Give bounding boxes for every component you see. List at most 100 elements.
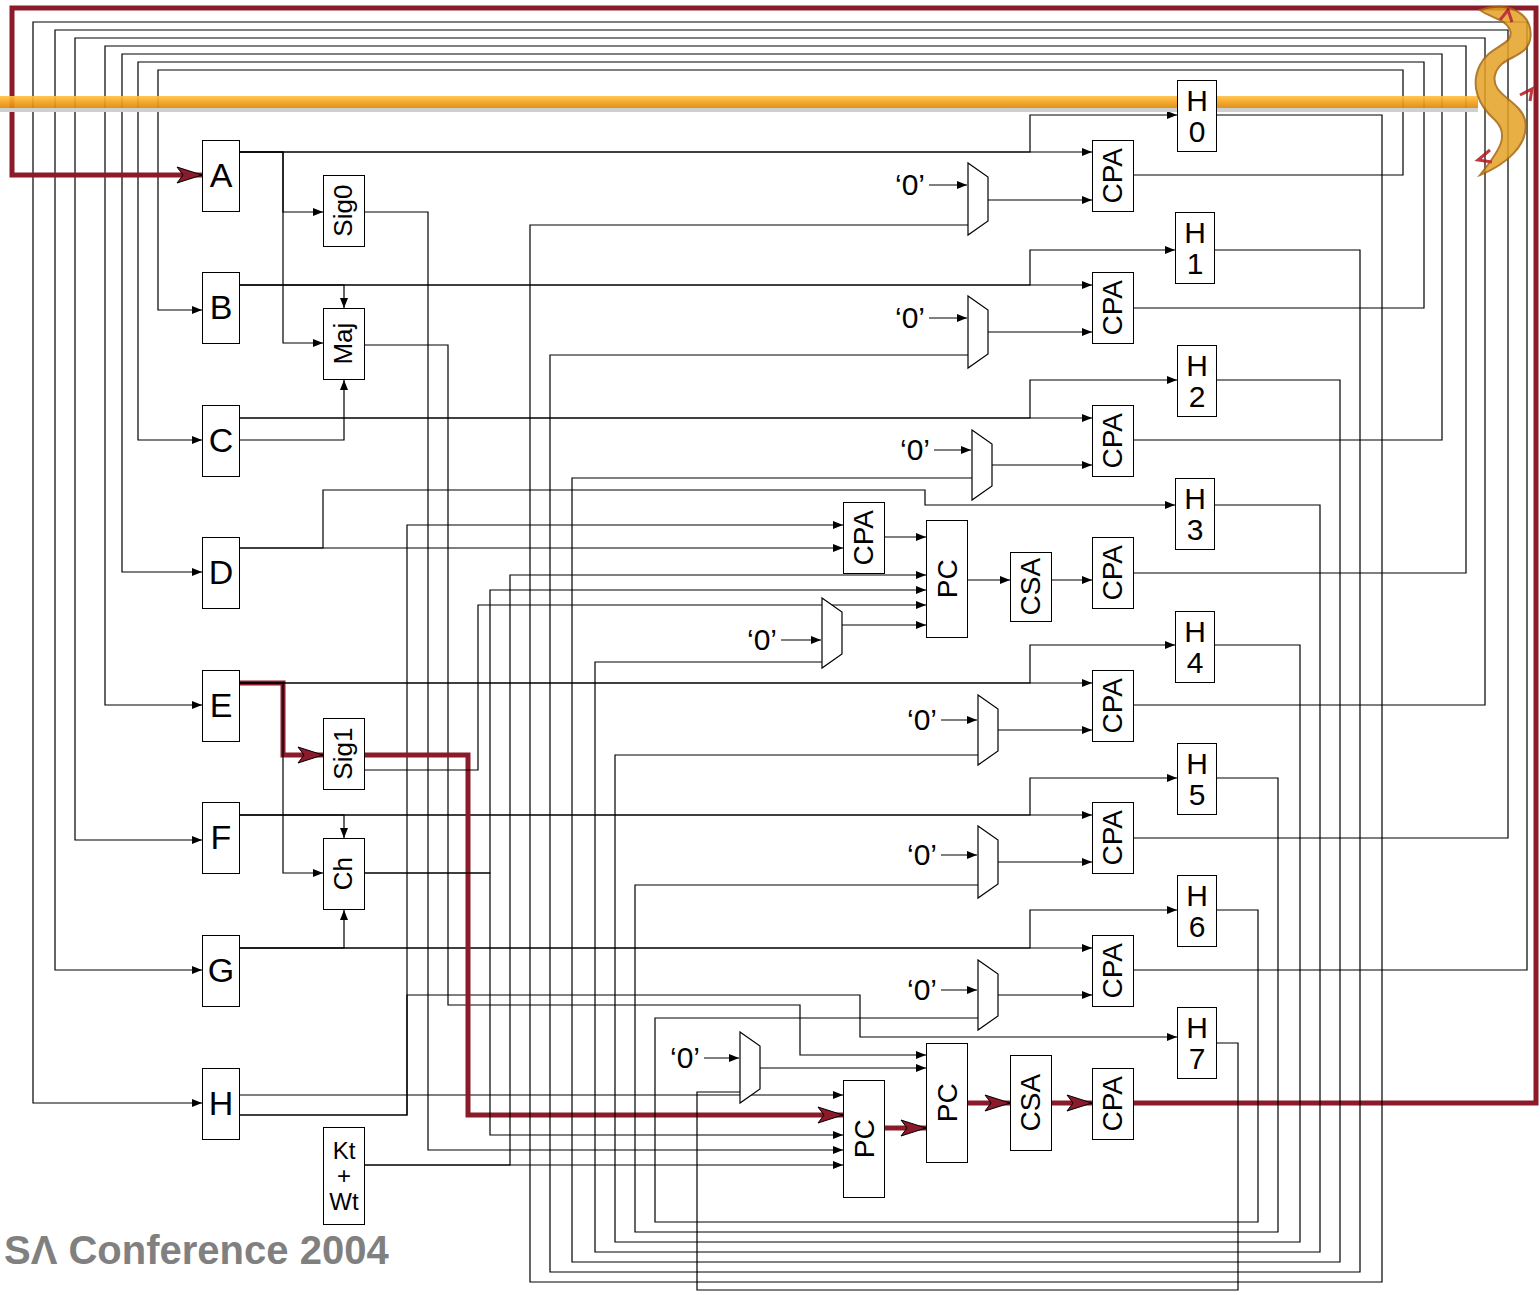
wire xyxy=(240,285,344,308)
dragon-body xyxy=(1476,7,1531,175)
node-text: Sig1 xyxy=(330,728,357,780)
title-bar xyxy=(0,96,1478,108)
multiplexer xyxy=(968,296,988,368)
node-text: CSA xyxy=(1016,558,1045,616)
adder-box: CSA xyxy=(1010,1055,1052,1151)
wire xyxy=(240,547,843,548)
node-text: F xyxy=(211,820,232,856)
wire xyxy=(885,536,926,537)
register-box: D xyxy=(202,537,240,609)
node-text: H 2 xyxy=(1178,350,1216,413)
hash-register: H 3 xyxy=(1175,478,1215,550)
zero-constant: ‘0’ xyxy=(907,840,937,870)
node-text: C xyxy=(209,423,234,459)
multiplexer xyxy=(822,598,842,668)
multiplexer xyxy=(968,163,988,235)
node-text: Sig0 xyxy=(330,185,357,237)
node-text: H 7 xyxy=(1178,1012,1216,1075)
adder-box: CPA xyxy=(1092,272,1134,344)
critical-path-wire xyxy=(1052,1101,1092,1106)
node-text: CPA xyxy=(1098,810,1127,866)
register-box: E xyxy=(202,670,240,742)
multiplexer xyxy=(978,960,998,1030)
wire xyxy=(240,250,1175,285)
adder-box: CPA xyxy=(1092,537,1134,609)
function-box: Maj xyxy=(323,308,365,380)
wire xyxy=(240,910,344,948)
adder-box: CPA xyxy=(1092,935,1134,1007)
node-text: PC xyxy=(849,1120,878,1159)
wire xyxy=(240,525,843,1115)
node-text: H 4 xyxy=(1176,616,1214,679)
hash-register: H 0 xyxy=(1177,80,1217,152)
multiplexer xyxy=(740,1032,760,1103)
node-text: PC xyxy=(932,560,961,599)
wire xyxy=(240,910,1177,948)
node-text: B xyxy=(210,290,233,326)
wire xyxy=(240,645,1175,683)
wire xyxy=(615,645,1300,1242)
wire xyxy=(240,380,344,440)
register-box: A xyxy=(202,140,240,212)
zero-constant: ‘0’ xyxy=(907,705,937,735)
zero-input xyxy=(941,719,977,720)
wire xyxy=(240,152,323,343)
function-box: Sig1 xyxy=(323,718,365,790)
adder-box: CPA xyxy=(1092,670,1134,742)
zero-constant: ‘0’ xyxy=(747,625,777,655)
hash-register: H 4 xyxy=(1175,611,1215,683)
node-text: A xyxy=(210,158,233,194)
critical-path-wire xyxy=(968,1101,1010,1106)
node-text: H 5 xyxy=(1178,748,1216,811)
zero-constant: ‘0’ xyxy=(895,303,925,333)
multiplexer xyxy=(978,695,998,765)
critical-path-wire xyxy=(240,683,323,755)
wire xyxy=(365,575,926,1165)
wire xyxy=(365,212,843,1150)
critical-path-wire xyxy=(12,8,1536,1103)
zero-constant: ‘0’ xyxy=(907,975,937,1005)
adder-box: CPA xyxy=(1092,1068,1134,1140)
wire xyxy=(595,505,1320,1252)
multiplexer xyxy=(972,430,992,500)
zero-input xyxy=(934,449,971,450)
wire xyxy=(697,1043,1238,1290)
wire xyxy=(33,22,1527,1103)
hash-register: H 1 xyxy=(1175,212,1215,284)
register-box: C xyxy=(202,405,240,477)
node-text: G xyxy=(208,953,234,989)
wire xyxy=(365,345,926,1055)
wire xyxy=(122,54,1442,572)
function-box: Ch xyxy=(323,838,365,910)
node-text: CPA xyxy=(1098,678,1127,734)
register-box: G xyxy=(202,935,240,1007)
node-text: CSA xyxy=(1016,1074,1045,1132)
node-text: CPA xyxy=(1098,1076,1127,1132)
wire xyxy=(105,46,1466,705)
node-text: H 1 xyxy=(1176,217,1214,280)
function-box: Sig0 xyxy=(323,175,365,247)
node-text: CPA xyxy=(1098,148,1127,204)
wire xyxy=(240,115,1177,152)
zero-constant: ‘0’ xyxy=(900,435,930,465)
wire xyxy=(138,62,1424,440)
zero-constant: ‘0’ xyxy=(895,170,925,200)
zero-input xyxy=(941,854,977,855)
compressor-box: PC xyxy=(926,1043,968,1163)
node-text: CPA xyxy=(1098,413,1127,469)
wire xyxy=(530,115,1382,1282)
adder-box: CSA xyxy=(1010,552,1052,622)
bar-shadow xyxy=(0,108,1478,112)
register-box: F xyxy=(202,802,240,874)
wire xyxy=(635,778,1278,1232)
compressor-box: PC xyxy=(926,520,968,638)
wire xyxy=(240,380,1177,418)
wire xyxy=(240,815,344,838)
adder-box: CPA xyxy=(1092,140,1134,212)
node-text: Maj xyxy=(330,323,357,365)
constant-box: Kt + Wt xyxy=(323,1127,365,1225)
wire xyxy=(240,152,323,212)
wire xyxy=(75,38,1485,840)
wire xyxy=(365,590,926,873)
wire xyxy=(240,490,1175,548)
